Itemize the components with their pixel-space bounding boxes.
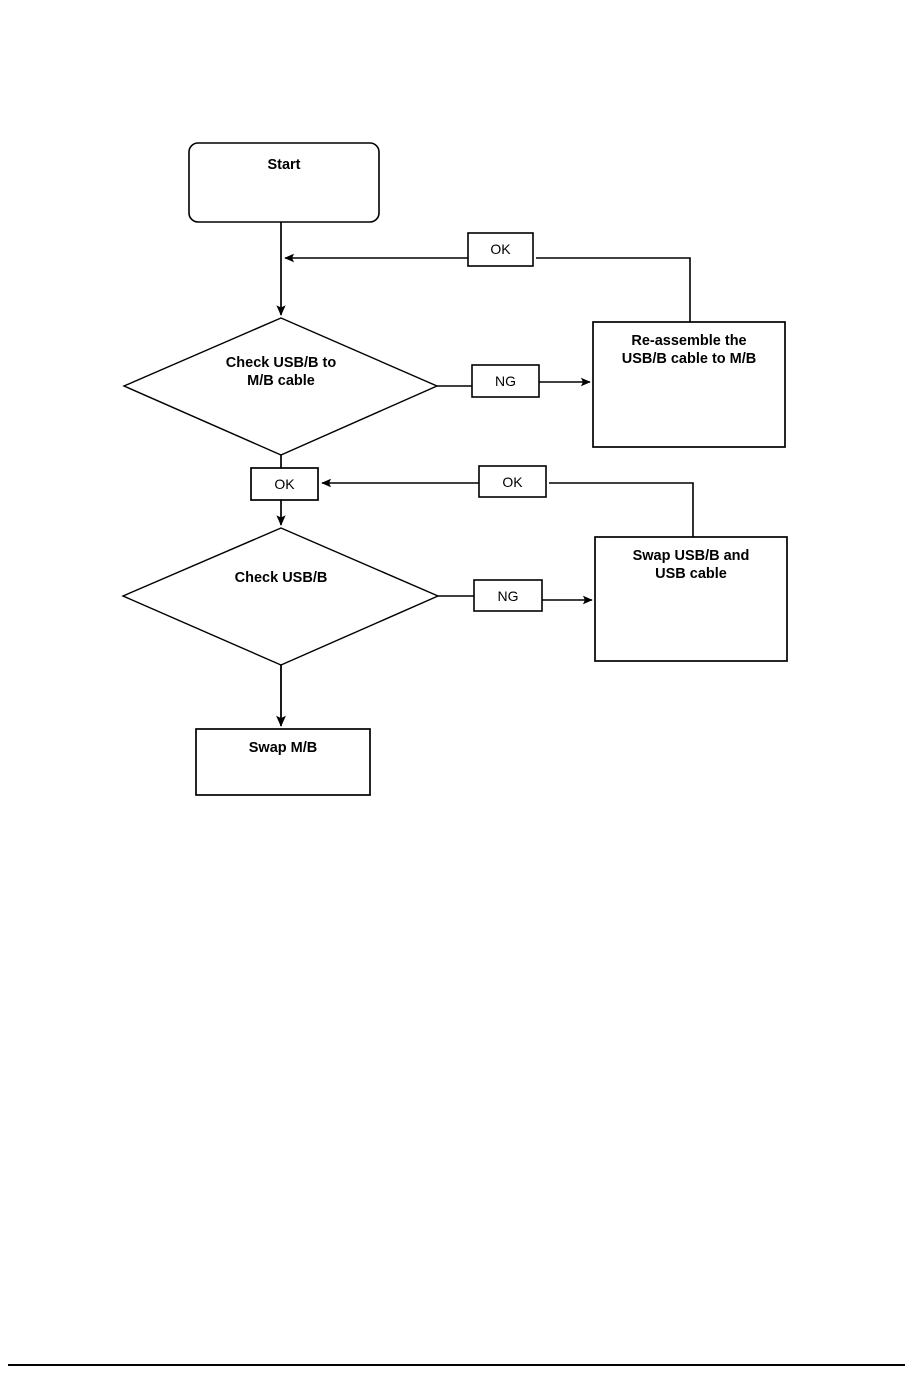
edge-label-box-ng-second	[473, 579, 543, 612]
edge-label-box-ok-top	[467, 232, 534, 267]
edge-label-ng-second: NG	[497, 588, 519, 604]
edge-label-box-ng-first	[471, 364, 540, 398]
node-reassemble-usbb-cable	[592, 321, 786, 448]
node-start	[188, 142, 380, 223]
edge-reassemble-ok-return	[536, 257, 691, 322]
node-swap-mb	[195, 728, 371, 796]
edge-label-ok-second: OK	[502, 474, 523, 490]
node-check-usbb	[121, 527, 440, 666]
edge-label-ok-mid: OK	[274, 476, 295, 492]
edge-label-box-ok-mid	[250, 467, 319, 501]
edge-label-box-ok-second	[478, 465, 547, 498]
node-check-usbb-to-mb-cable	[122, 317, 439, 456]
edge-swap-usb-ok-return	[549, 482, 694, 537]
edge-label-ng-first: NG	[495, 373, 516, 389]
node-swap-usbb-and-usb-cable	[594, 536, 788, 662]
edge-label-ok-top: OK	[490, 241, 511, 257]
